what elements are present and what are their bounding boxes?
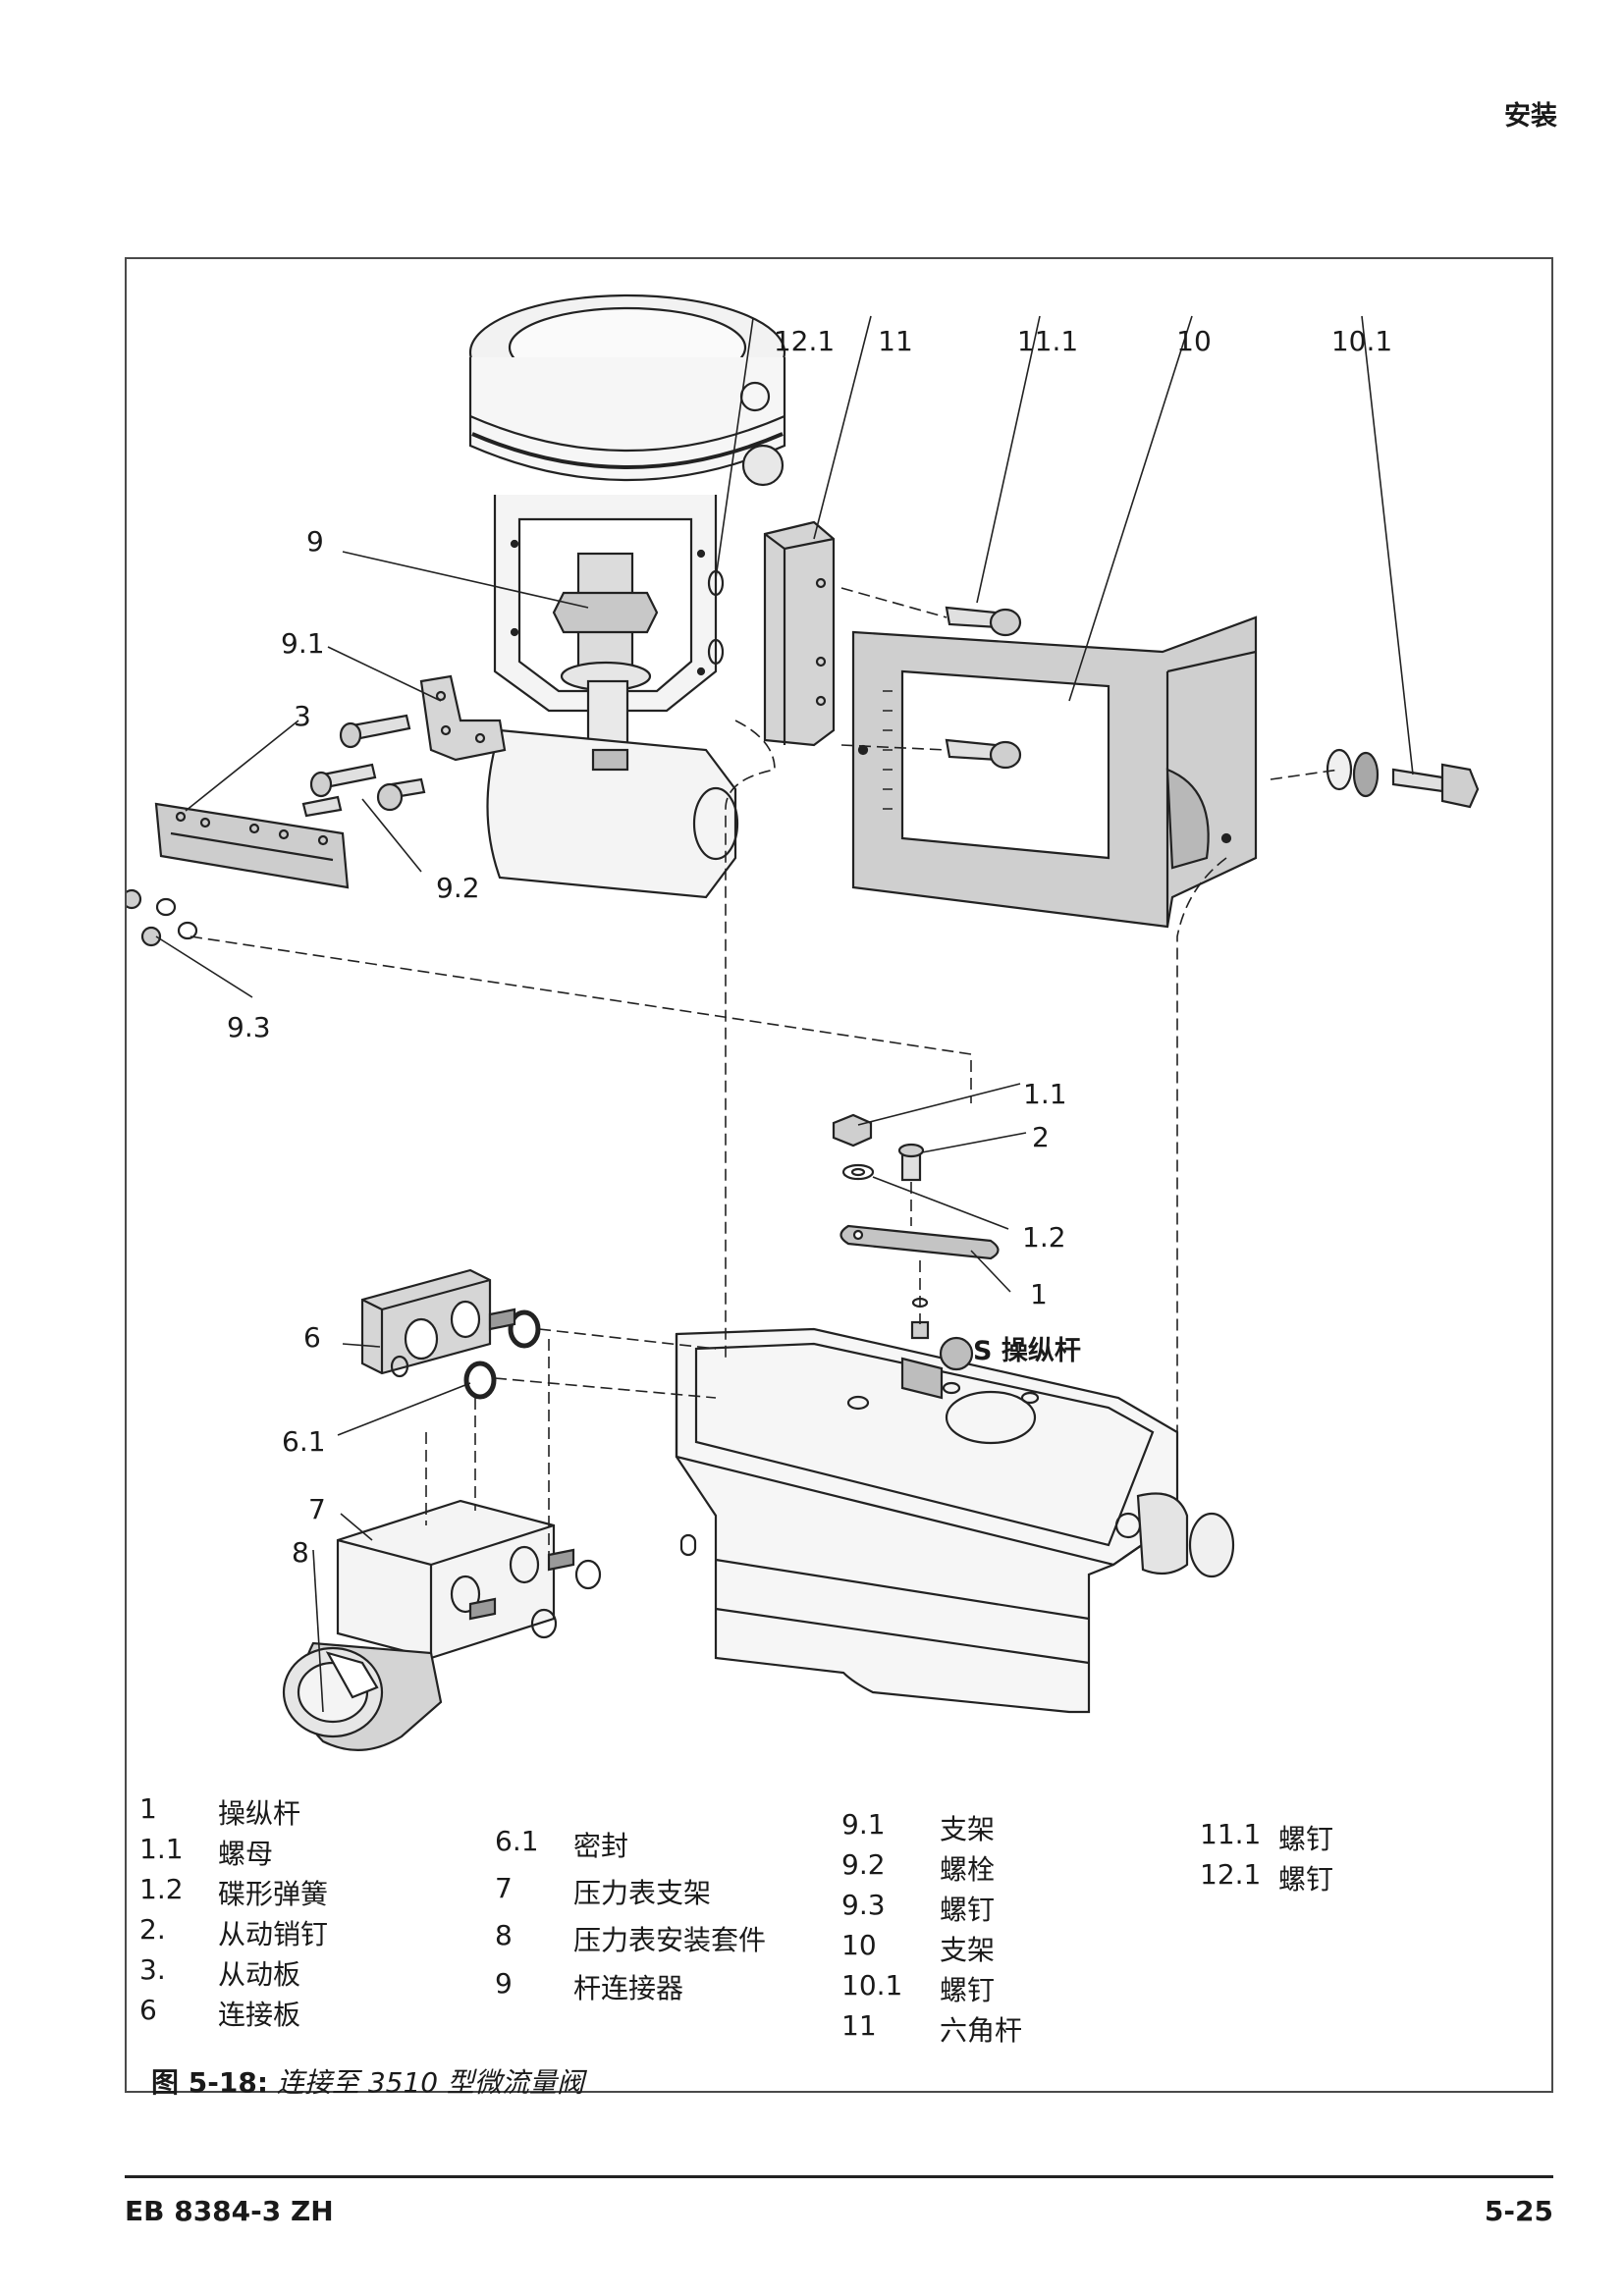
callout-9: 9: [306, 525, 324, 558]
positioner-housing: [675, 1327, 1235, 1714]
document-id: EB 8384-3 ZH: [125, 2195, 334, 2227]
follower-pin: [897, 1143, 925, 1182]
screw-12-1: [945, 738, 1022, 770]
callout-1-1: 1.1: [1023, 1078, 1067, 1110]
callout-6-1: 6.1: [282, 1425, 326, 1458]
callout-3: 3: [294, 700, 311, 732]
callout-12-1: 12.1: [774, 325, 835, 357]
follower-plate: [154, 802, 350, 889]
callout-11: 11: [878, 325, 913, 357]
callout-9-3: 9.3: [227, 1011, 271, 1043]
seals: [463, 1308, 541, 1400]
assembly-paths: [189, 587, 1340, 1555]
section-title: 安装: [1504, 101, 1557, 132]
callout-1: 1: [1030, 1278, 1048, 1310]
callout-9-1: 9.1: [281, 627, 325, 660]
exploded-assembly-drawing: 12.1 11 11.1 10 10.1 9 9.1 3 9.2 9.3 1.1…: [127, 294, 1480, 1751]
screw-11-1: [945, 606, 1022, 637]
bolts-9-2: [301, 714, 426, 818]
callout-1-2: 1.2: [1022, 1221, 1066, 1254]
callout-8: 8: [292, 1536, 309, 1569]
leader-lines: [155, 315, 1414, 1713]
callout-6: 6: [303, 1321, 321, 1354]
figure-frame: 12.1 11 11.1 10 10.1 9 9.1 3 9.2 9.3 1.1…: [125, 257, 1553, 2099]
caption-label: 图 5-18:: [151, 2066, 269, 2099]
figure-caption: 图 5-18: 连接至 3510 型微流量阀: [151, 2061, 584, 2101]
callout-2: 2: [1032, 1121, 1050, 1153]
screws-9-3: [127, 888, 198, 947]
footer-divider: [125, 2175, 1553, 2178]
callout-lever-s: S 操纵杆: [973, 1336, 1081, 1366]
hex-rod: [763, 520, 836, 747]
callout-10-1: 10.1: [1331, 325, 1392, 357]
screw-10-1: [1326, 748, 1480, 809]
mounting-bracket: [851, 615, 1258, 929]
nut-1-1: [832, 1113, 873, 1148]
page-number: 5-25: [1484, 2195, 1553, 2227]
callout-9-2: 9.2: [436, 872, 480, 904]
gauge-bracket: [336, 1499, 602, 1660]
actuator-assembly: [468, 294, 786, 899]
callout-10: 10: [1176, 325, 1212, 357]
caption-text: 连接至 3510 型微流量阀: [268, 2066, 584, 2099]
gauge-mounting-kit: [282, 1641, 443, 1751]
bracket-9-1: [419, 674, 507, 762]
lever-1: [839, 1224, 1000, 1260]
callout-7: 7: [308, 1493, 326, 1525]
disk-spring: [841, 1163, 875, 1181]
connection-plate: [360, 1268, 492, 1378]
callout-11-1: 11.1: [1017, 325, 1078, 357]
